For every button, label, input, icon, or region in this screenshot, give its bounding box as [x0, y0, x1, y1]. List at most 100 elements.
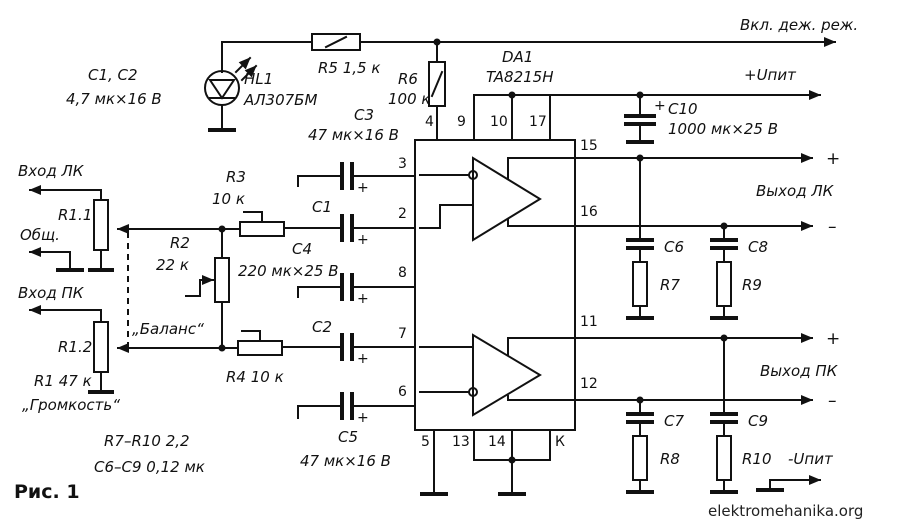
resistor-r3	[221, 211, 285, 237]
pin-13: 13	[452, 434, 470, 450]
amplifier-left	[419, 156, 576, 242]
label-in-left: Вход ЛК	[18, 162, 85, 180]
standby-rail	[221, 37, 836, 73]
label-c1: C1	[312, 198, 332, 216]
resistor-r5	[311, 33, 361, 51]
label-out-right: Выход ПК	[760, 362, 839, 380]
pin-16: 16	[580, 204, 598, 220]
label-vpos: +Uпит	[744, 66, 797, 84]
pin-k: К	[555, 434, 565, 450]
c3-polarity: +	[357, 180, 369, 196]
label-in-right: Вход ПК	[18, 284, 85, 302]
label-r2-name: R2	[170, 234, 190, 252]
label-r3-name: R3	[226, 168, 246, 186]
c10-polarity: +	[654, 98, 666, 114]
c5-polarity: +	[357, 410, 369, 426]
output-right-wiring	[574, 333, 821, 494]
pin-14: 14	[488, 434, 506, 450]
label-ic-type: TA8215H	[486, 68, 554, 86]
label-c2: C2	[312, 318, 332, 336]
out-left-minus: –	[828, 217, 837, 237]
label-c3-value: 47 мк×16 В	[308, 126, 399, 144]
pin-2: 2	[398, 206, 407, 222]
label-balance: „Баланс“	[132, 320, 204, 338]
label-c4-value: 220 мк×25 В	[238, 262, 339, 280]
c1-polarity: +	[357, 232, 369, 248]
out-right-plus: +	[826, 329, 840, 349]
label-hl1-name: HL1	[244, 70, 273, 88]
capacitor-c1	[283, 214, 416, 242]
pin-17: 17	[529, 114, 547, 130]
label-r9: R9	[742, 276, 762, 294]
label-c5-value: 47 мк×16 В	[300, 452, 391, 470]
pin-7: 7	[398, 326, 407, 342]
label-r8: R8	[660, 450, 680, 468]
label-r10: R10	[742, 450, 772, 468]
capacitor-c4	[297, 273, 416, 301]
label-c7: C7	[664, 412, 684, 430]
label-c4-name: C4	[292, 240, 312, 258]
label-r4: R4 10 к	[226, 368, 284, 386]
potentiometer-r1-2	[29, 305, 223, 394]
ic-da1-body	[414, 139, 576, 431]
label-c9: C9	[748, 412, 768, 430]
c2-polarity: +	[357, 351, 369, 367]
pin-4: 4	[425, 114, 434, 130]
capacitor-c3	[297, 162, 416, 190]
label-c1c2-title: C1, C2	[88, 66, 138, 84]
label-c5-name: C5	[338, 428, 358, 446]
capacitor-c10	[624, 94, 656, 144]
pin-12: 12	[580, 376, 598, 392]
label-c1c2-value: 4,7 мк×16 В	[66, 90, 162, 108]
label-c6: C6	[664, 238, 684, 256]
pin-6: 6	[398, 384, 407, 400]
ic-ground-pins	[420, 429, 551, 496]
label-out-left: Выход ЛК	[756, 182, 835, 200]
potentiometer-r1-1	[29, 185, 223, 272]
pin-8: 8	[398, 265, 407, 281]
label-c10-value: 1000 мк×25 В	[668, 120, 778, 138]
resistor-r2	[185, 225, 230, 352]
label-common: Общ.	[20, 226, 60, 244]
common-terminal	[29, 247, 84, 272]
label-r1-value: R1 47 к	[34, 372, 92, 390]
pin-5: 5	[421, 434, 430, 450]
led-hl1	[204, 56, 258, 132]
output-left-wiring	[574, 153, 813, 320]
label-standby: Вкл. деж. реж.	[740, 16, 858, 34]
label-volume: „Громкость“	[22, 396, 120, 414]
resistor-r4	[221, 330, 283, 356]
resistor-r6	[428, 41, 446, 141]
label-r7r10: R7–R10 2,2	[104, 432, 190, 450]
capacitor-c5	[297, 392, 416, 420]
label-c6c9: C6–C9 0,12 мк	[94, 458, 205, 476]
label-r1-1: R1.1	[58, 206, 92, 224]
label-r1-2: R1.2	[58, 338, 92, 356]
label-c10-name: C10	[668, 100, 698, 118]
watermark: elektromehanika.org	[708, 502, 863, 520]
pin-9: 9	[457, 114, 466, 130]
label-r3-value: 10 к	[212, 190, 245, 208]
c4-polarity: +	[357, 291, 369, 307]
power-rail-positive	[473, 90, 821, 141]
out-right-minus: –	[828, 391, 837, 411]
figure-caption: Рис. 1	[14, 481, 80, 503]
pin-11: 11	[580, 314, 598, 330]
label-hl1-type: АЛ307БМ	[243, 91, 317, 109]
capacitor-c2	[281, 333, 416, 361]
label-r7: R7	[660, 276, 680, 294]
pin-10: 10	[490, 114, 508, 130]
out-left-plus: +	[826, 149, 840, 169]
label-r5: R5 1,5 к	[318, 59, 380, 77]
label-c8: C8	[748, 238, 768, 256]
label-ic-name: DA1	[502, 48, 533, 66]
label-vneg: -Uпит	[788, 450, 834, 468]
label-r6-value: 100 к	[388, 90, 430, 108]
pin-3: 3	[398, 156, 407, 172]
pin-15: 15	[580, 138, 598, 154]
label-r6-name: R6	[398, 70, 418, 88]
label-r2-value: 22 к	[156, 256, 189, 274]
label-c3-name: C3	[354, 106, 374, 124]
amplifier-right	[419, 333, 576, 417]
